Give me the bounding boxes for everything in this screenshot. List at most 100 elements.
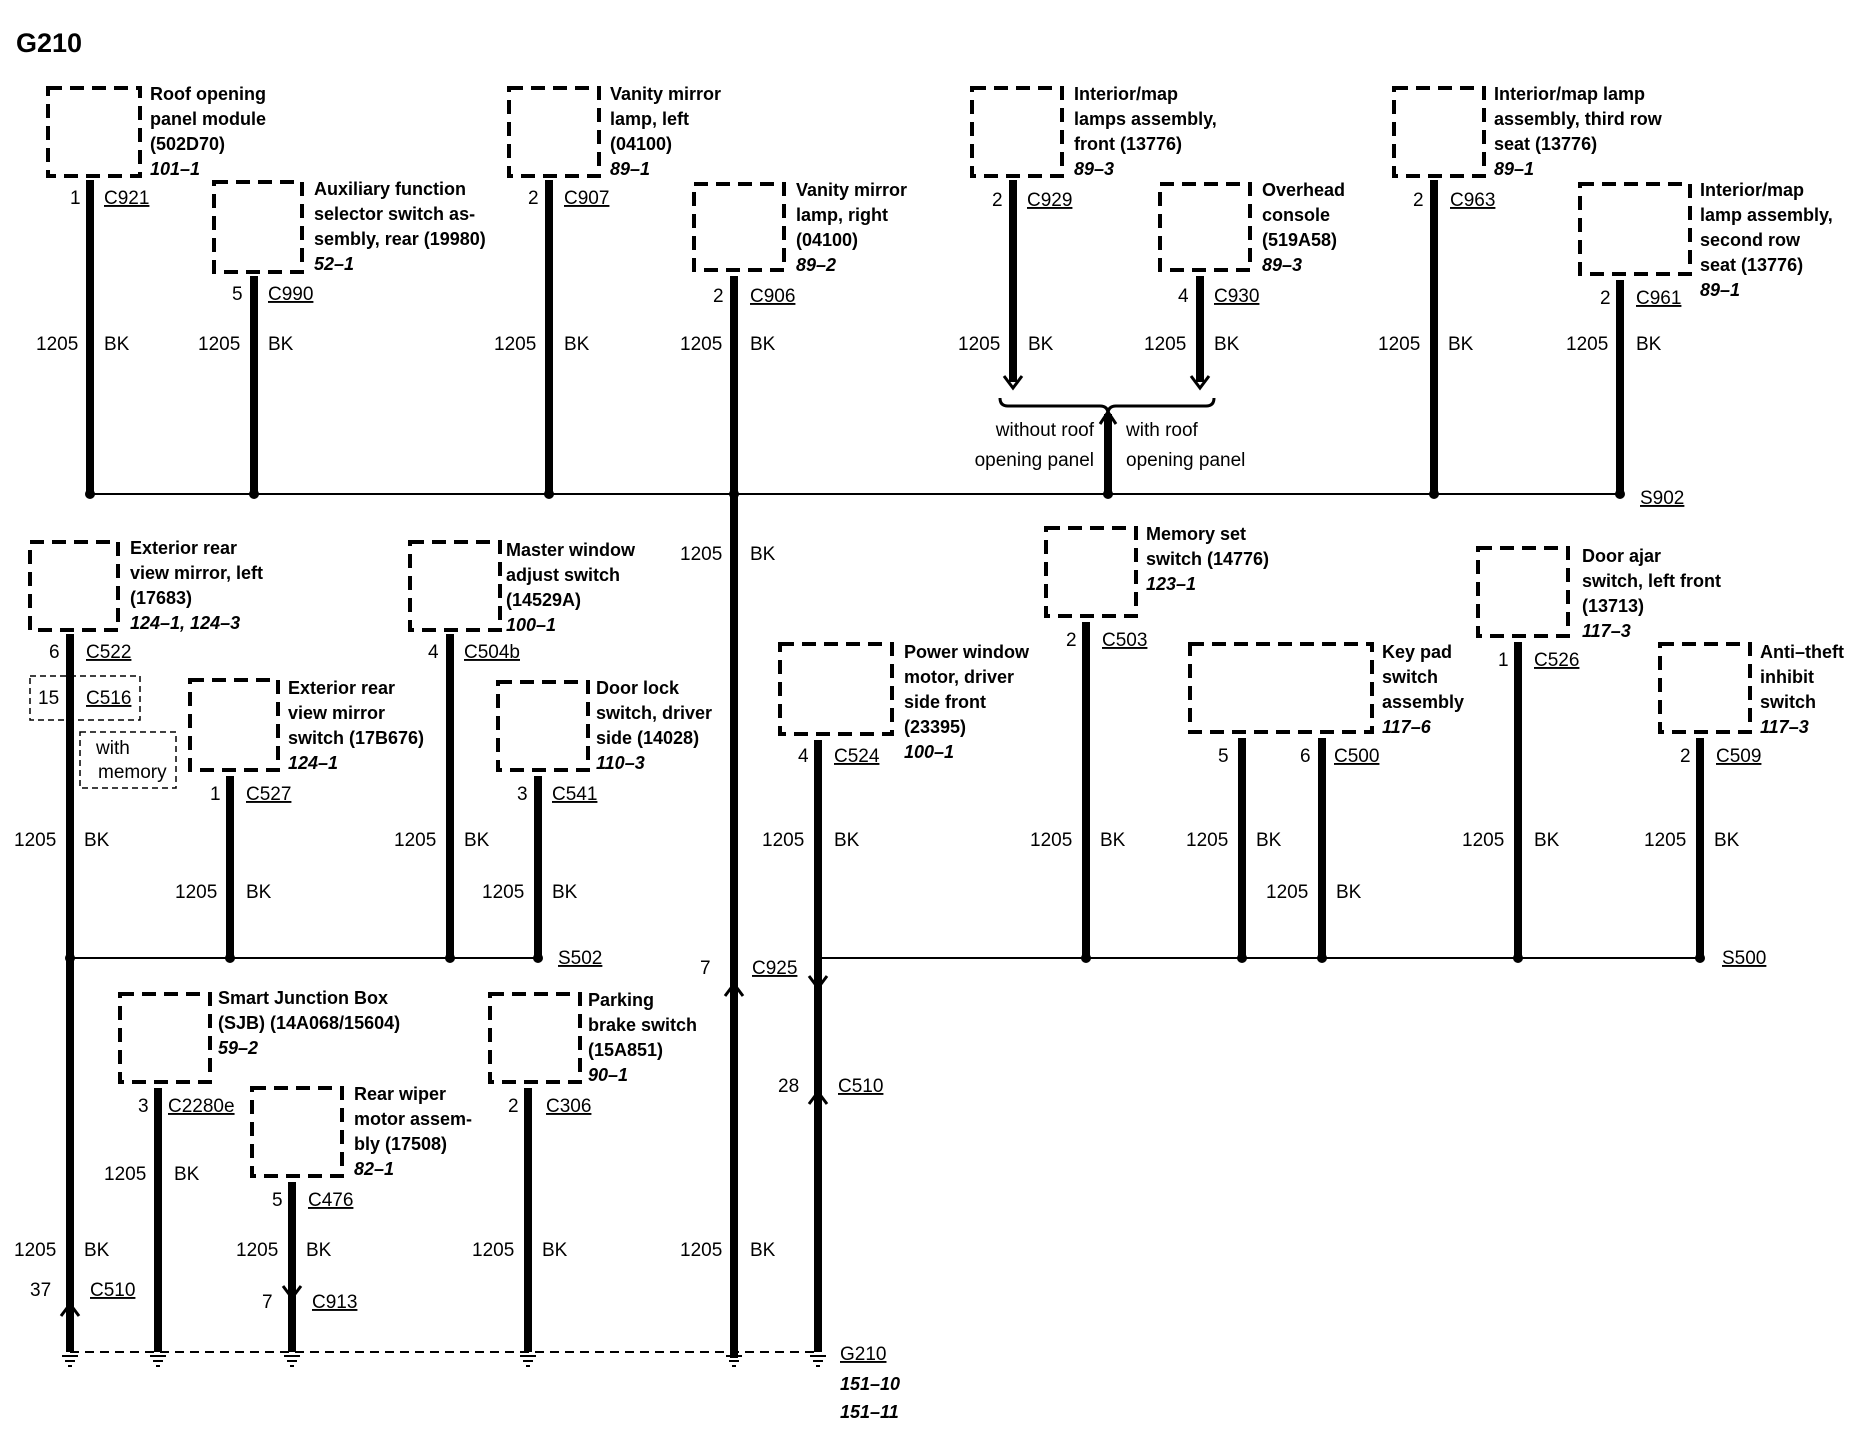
connector-label: C524 [834,746,880,767]
svg-text:Interior/map lamp: Interior/map lamp [1494,84,1645,104]
splice-dots-s902 [85,489,1625,499]
connector-c516-box [29,675,141,721]
svg-text:switch (14776): switch (14776) [1146,549,1269,569]
wire-color-label: BK [1534,830,1560,851]
svg-text:89–3: 89–3 [1074,159,1114,179]
rear-wiper-motor-assembly: Rear wiper motor assem- bly (17508) 82–1 [250,1084,472,1179]
svg-text:Vanity mirror: Vanity mirror [796,180,907,200]
master-window-adjust-switch: Master window adjust switch (14529A) 100… [408,540,636,635]
splice-s502-label: S502 [558,948,602,969]
circuit-label: 1205 [104,1164,146,1185]
circuit-label: 1205 [1144,334,1186,355]
svg-text:side front: side front [904,692,986,712]
svg-text:Vanity mirror: Vanity mirror [610,84,721,104]
pin-label: 3 [138,1096,149,1117]
svg-text:second row: second row [1700,230,1801,250]
connector-label: C907 [564,188,609,209]
connector-label: C963 [1450,190,1495,211]
connector-label: C476 [308,1190,353,1211]
svg-text:Power window: Power window [904,642,1030,662]
svg-text:100–1: 100–1 [904,742,954,762]
svg-text:side (14028): side (14028) [596,728,699,748]
svg-text:lamp assembly,: lamp assembly, [1700,205,1833,225]
exterior-rear-view-mirror-left: Exterior rear view mirror, left (17683) … [28,538,263,633]
connector-label: C516 [86,688,131,709]
overhead-console: Overhead console (519A58) 89–3 [1158,180,1345,275]
pin-label: 2 [992,190,1003,211]
door-lock-switch-driver: Door lock switch, driver side (14028) 11… [496,678,712,773]
wire-color-label: BK [1256,830,1282,851]
pin-label: 1 [70,188,81,209]
pin-label: 28 [778,1076,799,1097]
wire-color-label: BK [1714,830,1740,851]
wire-color-label: BK [1636,334,1662,355]
circuit-label: 1205 [680,544,722,565]
pin-label: 2 [713,286,724,307]
connector-label: C306 [546,1096,591,1117]
connector-label: C522 [86,642,131,663]
svg-text:(04100): (04100) [610,134,672,154]
svg-text:117–6: 117–6 [1382,717,1432,737]
svg-text:Exterior rear: Exterior rear [130,538,237,558]
wire-color-label: BK [174,1164,200,1185]
wire-color-label: BK [464,830,490,851]
circuit-label: 1205 [236,1240,278,1261]
option-without-roof: without roof [995,420,1095,441]
circuit-label: 1205 [394,830,436,851]
splice-dots-s500 [1081,953,1705,963]
circuit-label: 1205 [1030,830,1072,851]
pin-label: 2 [528,188,539,209]
svg-text:inhibit: inhibit [1760,667,1814,687]
connector-label: C906 [750,286,795,307]
exterior-rear-view-mirror-switch: Exterior rear view mirror switch (17B676… [188,678,424,773]
svg-text:52–1: 52–1 [314,254,354,274]
svg-text:view mirror, left: view mirror, left [130,563,263,583]
option-with-roof: with roof [1125,420,1199,441]
circuit-label: 1205 [482,882,524,903]
interior-map-lamps-front: Interior/map lamps assembly, front (1377… [970,84,1217,179]
svg-text:bly (17508): bly (17508) [354,1134,447,1154]
svg-text:lamp, left: lamp, left [610,109,689,129]
connector-label: C961 [1636,288,1681,309]
wire-color-label: BK [1100,830,1126,851]
svg-text:117–3: 117–3 [1760,717,1809,737]
svg-text:110–3: 110–3 [596,753,645,773]
connector-c925-label: C925 [752,958,797,979]
svg-text:console: console [1262,205,1330,225]
wire-color-label: BK [1028,334,1054,355]
svg-text:(502D70): (502D70) [150,134,225,154]
wire-color-label: BK [750,544,776,565]
wire-color-label: BK [1336,882,1362,903]
interior-map-lamp-second-row: Interior/map lamp assembly, second row s… [1578,180,1833,300]
pin-label: 37 [30,1280,51,1301]
pin-label: 1 [210,784,221,805]
ground-ref: 151–11 [840,1402,899,1422]
svg-text:(15A851): (15A851) [588,1040,663,1060]
parking-brake-switch: Parking brake switch (15A851) 90–1 [488,990,697,1085]
svg-text:switch, left front: switch, left front [1582,571,1721,591]
wire-color-label: BK [84,830,110,851]
pin-label: 15 [38,688,59,709]
circuit-label: 1205 [680,334,722,355]
svg-text:(17683): (17683) [130,588,192,608]
svg-text:adjust switch: adjust switch [506,565,620,585]
svg-text:lamp, right: lamp, right [796,205,888,225]
vanity-mirror-lamp-right: Vanity mirror lamp, right (04100) 89–2 [692,180,907,275]
pin-label: 4 [798,746,809,767]
wire-color-label: BK [552,882,578,903]
roof-opening-panel-module: Roof opening panel module (502D70) 101–1 [46,84,266,179]
wire-color-label: BK [84,1240,110,1261]
wire-color-label: BK [542,1240,568,1261]
svg-text:sembly, rear (19980): sembly, rear (19980) [314,229,486,249]
option-without-roof: opening panel [975,450,1094,471]
pin-label: 6 [1300,746,1311,767]
wire-color-label: BK [564,334,590,355]
circuit-label: 1205 [1462,830,1504,851]
anti-theft-inhibit-switch: Anti–theft inhibit switch 117–3 [1658,642,1844,737]
svg-text:100–1: 100–1 [506,615,556,635]
pin-label: 2 [1066,630,1077,651]
wire-color-label: BK [750,334,776,355]
pin-label: 7 [700,958,711,979]
ground-ref: 151–10 [840,1374,900,1394]
